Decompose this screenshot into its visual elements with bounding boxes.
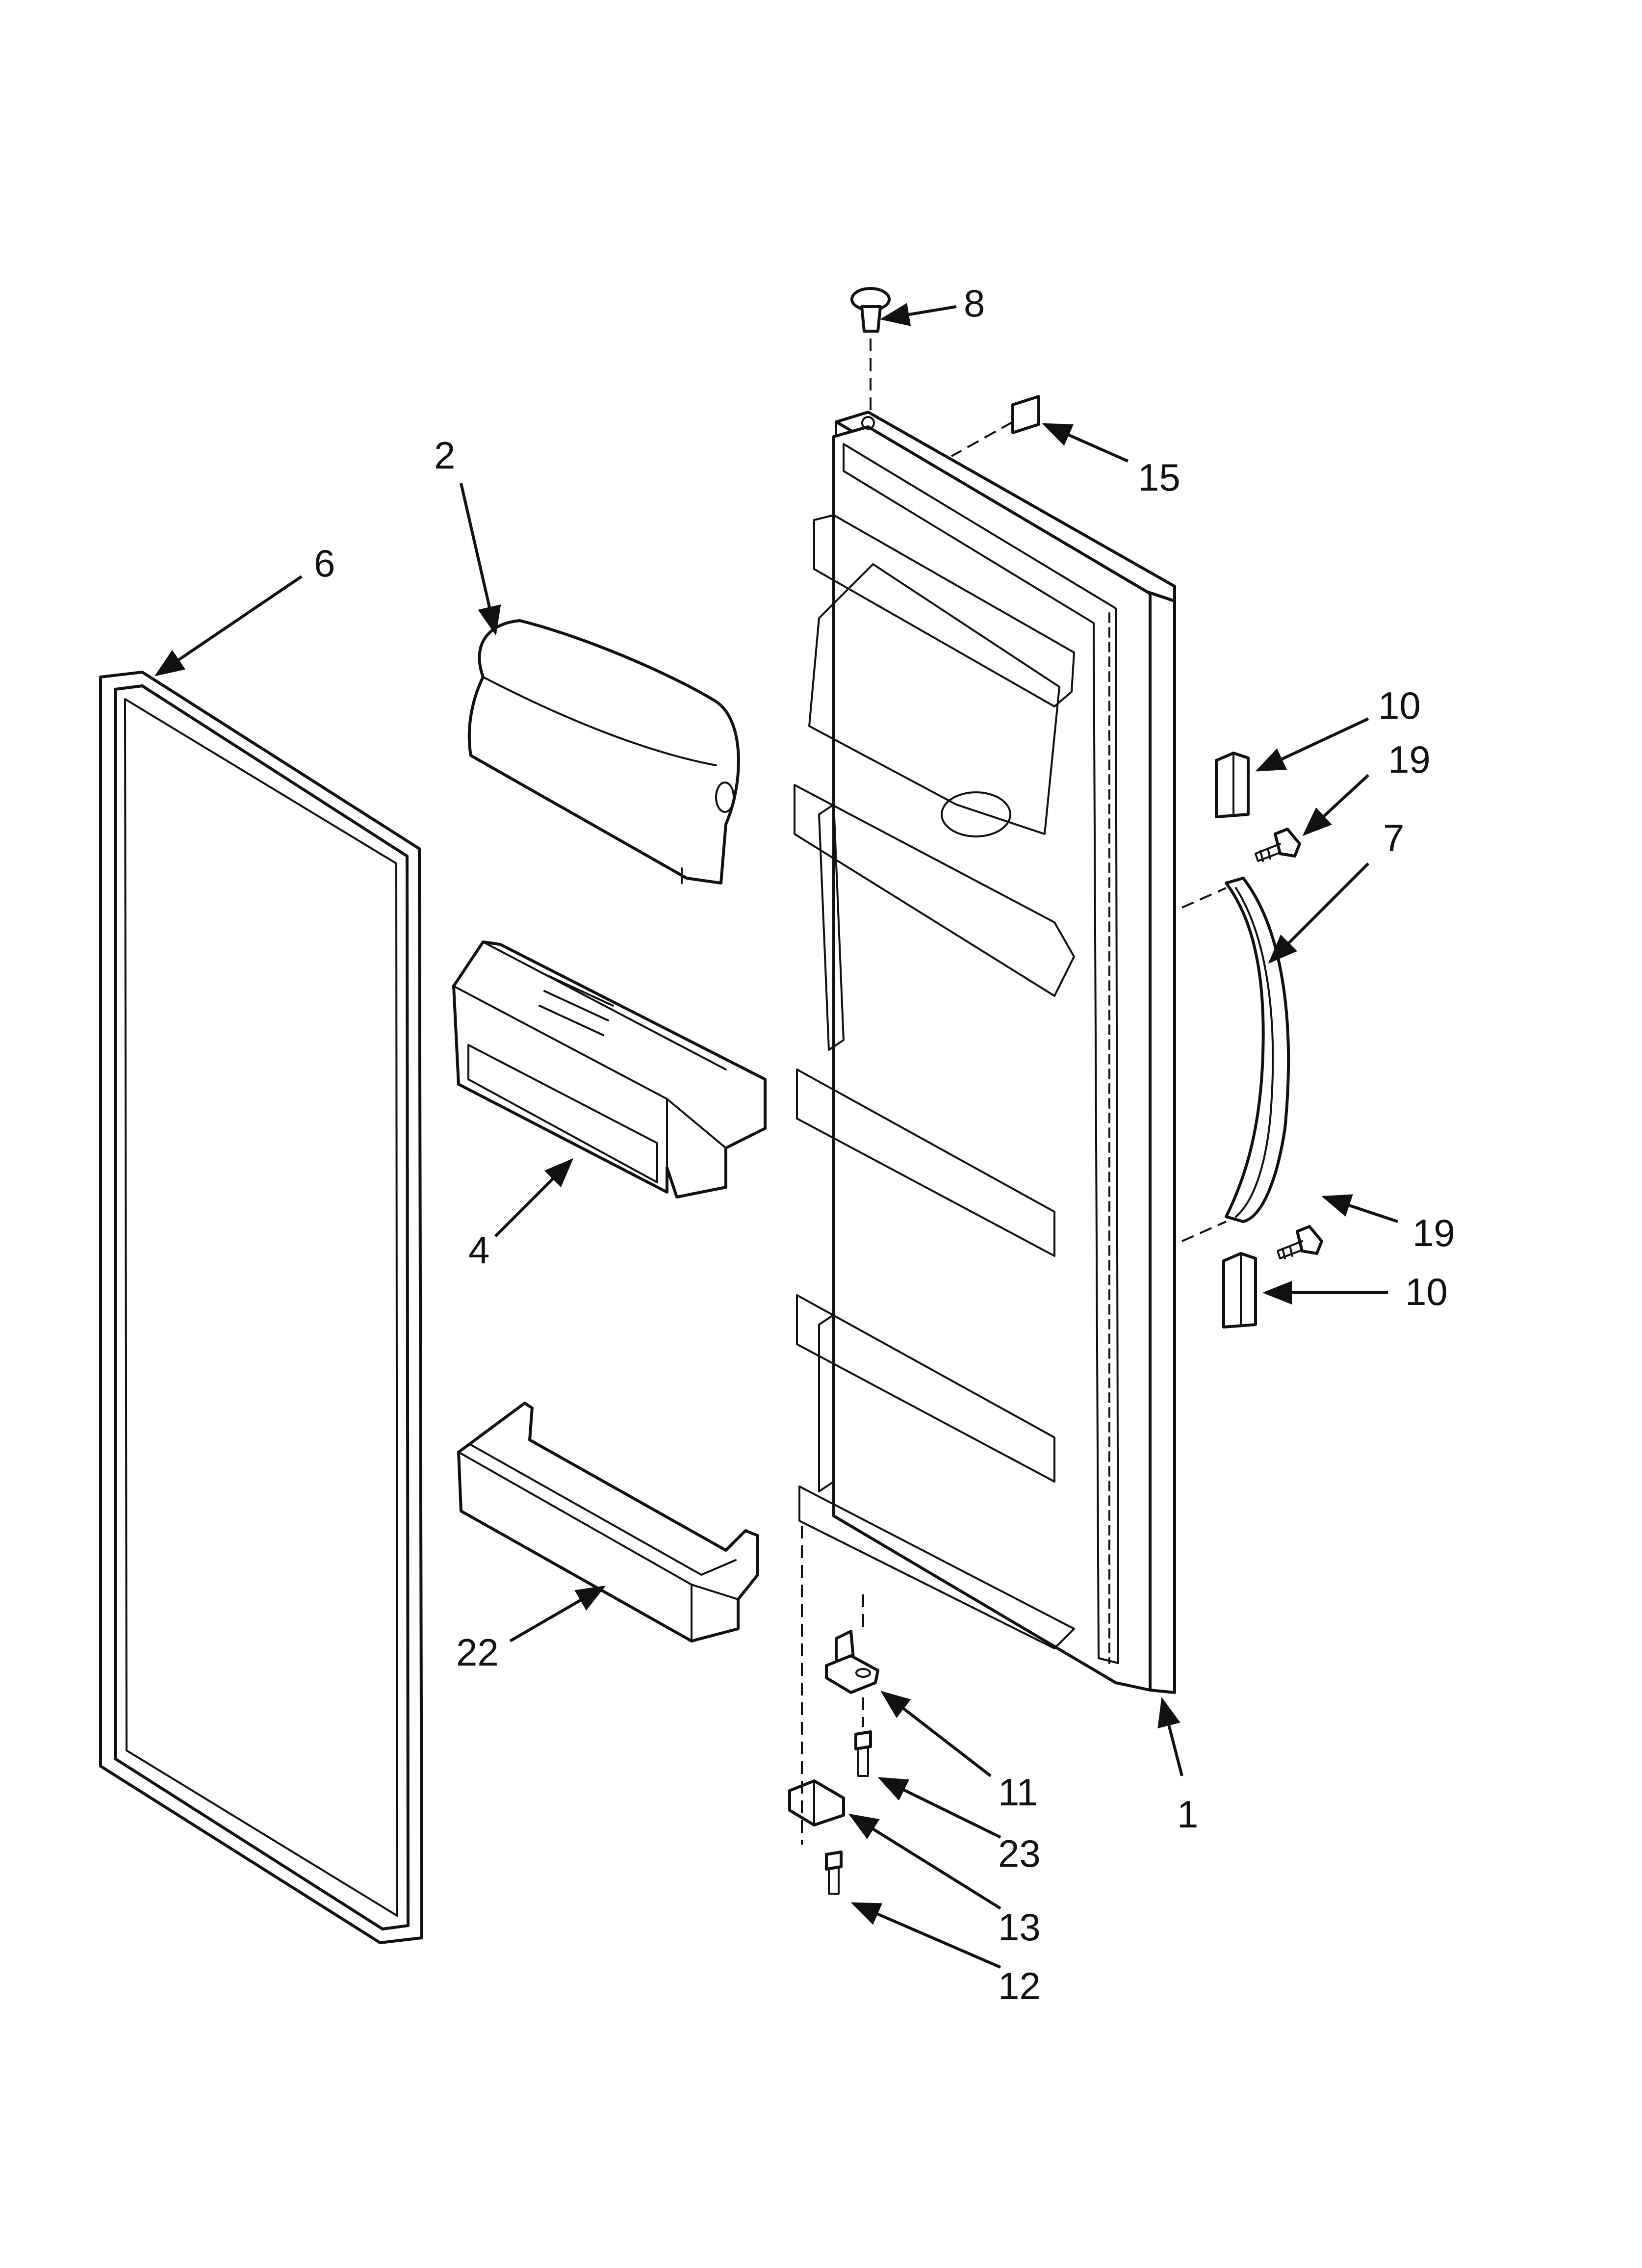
callout-19-bottom: 19 bbox=[1412, 1211, 1455, 1254]
refrigerator-door-part-1 bbox=[794, 411, 1176, 1694]
callout-10-bottom: 10 bbox=[1405, 1270, 1448, 1313]
callout-12: 12 bbox=[998, 1964, 1041, 2007]
door-bar-part-22 bbox=[457, 1402, 759, 1642]
callout-19-top: 19 bbox=[1388, 738, 1431, 781]
dairy-bin-part-4 bbox=[452, 940, 767, 1199]
plug-part-8 bbox=[850, 287, 891, 417]
door-gasket-part-6 bbox=[99, 671, 423, 1944]
callout-7: 7 bbox=[1383, 816, 1404, 860]
callout-13: 13 bbox=[998, 1905, 1041, 1949]
callout-11: 11 bbox=[998, 1771, 1038, 1814]
door-shelves bbox=[794, 514, 1075, 1649]
screw-part-19-bottom bbox=[1277, 1225, 1323, 1259]
callout-2: 2 bbox=[434, 434, 455, 477]
screw-part-23 bbox=[854, 1730, 872, 1777]
callout-4: 4 bbox=[468, 1228, 489, 1272]
hinge-bracket-part-13 bbox=[788, 1779, 845, 1826]
screw-part-19-top bbox=[1255, 828, 1301, 862]
label-part-15 bbox=[951, 395, 1040, 457]
callout-6: 6 bbox=[314, 542, 335, 585]
dairy-cover-part-2 bbox=[467, 619, 740, 885]
callout-8: 8 bbox=[964, 282, 985, 325]
handle-cap-part-10-top bbox=[1215, 752, 1250, 818]
callout-15: 15 bbox=[1138, 456, 1180, 499]
screw-part-12 bbox=[825, 1851, 843, 1895]
door-handle-part-7 bbox=[1181, 877, 1290, 1242]
handle-cap-part-10-bottom bbox=[1222, 1252, 1257, 1329]
callout-1: 1 bbox=[1177, 1793, 1198, 1836]
callout-labels: 8 15 2 6 10 19 7 4 19 10 22 11 1 23 13 1… bbox=[314, 282, 1455, 2007]
callout-22: 22 bbox=[456, 1631, 499, 1674]
callout-10-top: 10 bbox=[1378, 684, 1421, 727]
leader-arrows bbox=[154, 303, 1398, 1969]
callout-23: 23 bbox=[998, 1832, 1041, 1875]
hinge-part-11 bbox=[825, 1630, 879, 1694]
